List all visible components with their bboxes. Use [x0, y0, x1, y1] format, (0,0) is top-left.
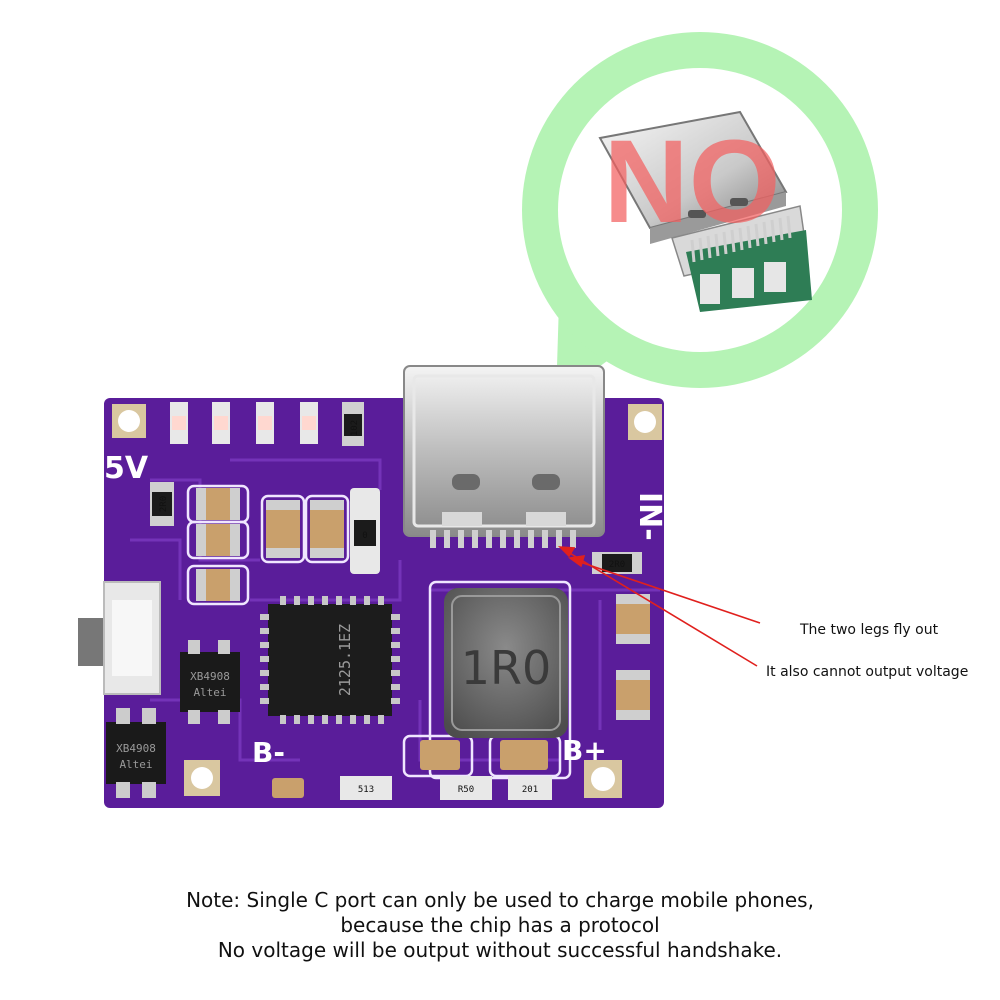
resistor-2r0-left-label: 2R0	[159, 496, 169, 512]
no-stamp: NO	[604, 116, 781, 248]
capacitors	[196, 488, 650, 798]
mosfet-2	[106, 708, 166, 798]
resistor-201-label: 201	[522, 785, 538, 795]
annotation-arrows	[557, 546, 761, 667]
usb-c-plug-image	[598, 110, 812, 312]
main-chip-label: 2125.1EZ	[336, 624, 354, 696]
note-text: Note: Single C port can only be used to …	[0, 888, 1000, 963]
note-line-2: because the chip has a protocol	[340, 913, 660, 937]
label-b-plus: B+	[562, 734, 607, 767]
mosfet-1	[180, 640, 240, 724]
label-in-minus: IN-	[632, 492, 667, 541]
inductor	[444, 588, 568, 738]
annotation-no-output: It also cannot output voltage	[766, 664, 969, 680]
mosfet-1-label-line2: Altei	[193, 686, 226, 699]
note-line-1: Note: Single C port can only be used to …	[186, 888, 814, 912]
resistor-0-label: 0	[362, 531, 367, 541]
mounting-holes	[112, 404, 662, 798]
mosfet-1-label-line1: XB4908	[190, 670, 230, 683]
mosfet-2-label-line2: Altei	[119, 758, 152, 771]
inductor-label: 1R0	[461, 641, 552, 695]
mosfet-2-label-line1: XB4908	[116, 742, 156, 755]
note-line-3: No voltage will be output without succes…	[217, 938, 783, 962]
usb-c-receptacle	[403, 365, 605, 548]
label-5v: 5V	[104, 451, 149, 486]
slide-switch	[78, 581, 161, 695]
main-chip	[260, 596, 400, 724]
annotation-legs-fly-out: The two legs fly out	[800, 622, 939, 638]
resistor-r50-label: R50	[458, 785, 474, 795]
resistor-513-label: 513	[358, 785, 374, 795]
resistor-2r0-right-label: 2R0	[609, 560, 625, 570]
resistor-102-label: 102	[350, 420, 360, 436]
label-b-minus: B-	[252, 736, 285, 769]
